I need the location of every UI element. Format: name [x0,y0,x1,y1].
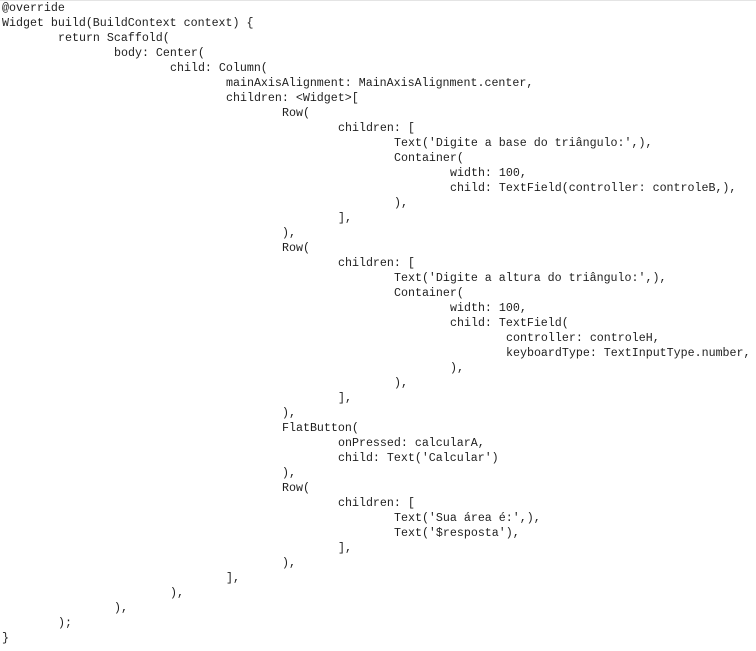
code-line: ), [282,407,296,420]
code-line: FlatButton( [282,422,359,435]
code-line: onPressed: calcularA, [338,437,485,450]
code-line: } [2,632,9,645]
code-line: width: 100, [450,167,527,180]
code-line: Text('$resposta'), [394,527,520,540]
code-line: ), [282,227,296,240]
code-line: body: Center( [114,47,205,60]
code-line: ), [394,197,408,210]
code-line: Text('Digite a base do triângulo:',), [394,137,653,150]
code-line: ], [338,542,352,555]
code-line: ), [170,587,184,600]
code-line: ), [394,377,408,390]
code-line: Container( [394,152,464,165]
code-line: ); [58,617,72,630]
code-line: @override [2,2,65,15]
code-line: ), [282,467,296,480]
code-line: Widget build(BuildContext context) { [2,17,254,30]
code-line: children: [ [338,497,415,510]
code-line: ], [338,392,352,405]
code-line: return Scaffold( [58,32,170,45]
code-line: width: 100, [450,302,527,315]
code-line: Row( [282,482,310,495]
code-line: child: Text('Calcular') [338,452,499,465]
code-line: mainAxisAlignment: MainAxisAlignment.cen… [226,77,534,90]
code-line: ), [114,602,128,615]
code-line: Row( [282,107,310,120]
code-line: children: <Widget>[ [226,92,359,105]
code-line: child: TextField(controller: controleB,)… [450,182,737,195]
code-line: ], [338,212,352,225]
code-line: Text('Digite a altura do triângulo:',), [394,272,667,285]
code-line: ), [450,362,464,375]
code-line: Container( [394,287,464,300]
code-line: ], [226,572,240,585]
code-line: children: [ [338,257,415,270]
code-line: Text('Sua área é:',), [394,512,541,525]
code-line: ), [282,557,296,570]
code-line: children: [ [338,122,415,135]
code-line: keyboardType: TextInputType.number, [506,347,751,360]
code-line: child: TextField( [450,317,569,330]
code-line: Row( [282,242,310,255]
code-line: child: Column( [170,62,268,75]
code-line: controller: controleH, [506,332,660,345]
